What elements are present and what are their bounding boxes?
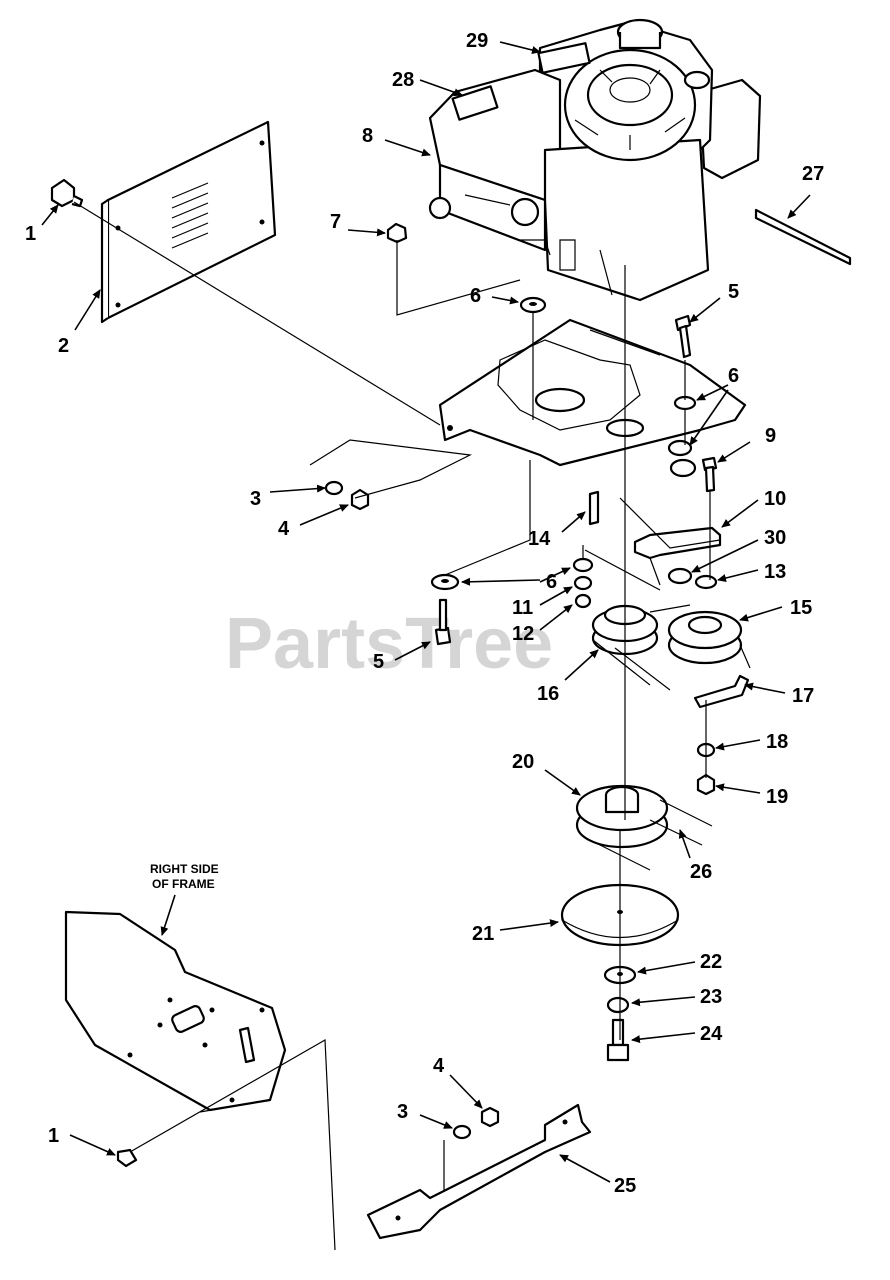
callout-1-lower: 1 xyxy=(48,1125,59,1147)
callout-5-lower: 5 xyxy=(373,651,384,673)
bolt-5-lower xyxy=(434,598,452,646)
nut-7 xyxy=(386,222,408,244)
nut-4-left xyxy=(350,488,370,511)
nut-4-lower xyxy=(480,1106,500,1128)
callout-15: 15 xyxy=(790,597,812,619)
callout-3-left: 3 xyxy=(250,488,261,510)
callout-3-lower: 3 xyxy=(397,1101,408,1123)
lockwasher-23 xyxy=(606,996,630,1014)
washer-stack-11-12 xyxy=(572,557,594,609)
callout-6-lower: 6 xyxy=(546,571,557,593)
callout-1-top: 1 xyxy=(25,223,36,245)
bolt-5-top xyxy=(674,314,692,359)
callout-10: 10 xyxy=(764,488,786,510)
callout-7: 7 xyxy=(330,211,341,233)
callout-21: 21 xyxy=(472,923,494,945)
callout-2: 2 xyxy=(58,335,69,357)
callout-9: 9 xyxy=(765,425,776,447)
pin-14 xyxy=(588,490,600,526)
callout-24: 24 xyxy=(700,1023,723,1045)
callout-11: 11 xyxy=(512,597,533,619)
callout-28: 28 xyxy=(392,69,414,91)
washer-6-lower-left xyxy=(430,573,460,591)
screw-top-left xyxy=(50,178,84,208)
callout-8: 8 xyxy=(362,125,373,147)
callout-4-left: 4 xyxy=(278,518,290,540)
callout-labels: 1 2 7 8 28 29 27 6 5 6 9 10 30 13 15 17 … xyxy=(25,30,824,1197)
nut-3-lower xyxy=(452,1124,472,1140)
washer-30 xyxy=(667,567,693,585)
strip-27 xyxy=(754,208,852,266)
nut-3-left xyxy=(324,480,344,496)
callout-30: 30 xyxy=(764,527,786,549)
leader-arrows xyxy=(41,41,811,1183)
callout-19: 19 xyxy=(766,786,788,808)
callout-16: 16 xyxy=(537,683,559,705)
watermark: PartsTree xyxy=(225,604,553,684)
callout-25: 25 xyxy=(614,1175,636,1197)
callout-27: 27 xyxy=(802,163,824,185)
callout-4-lower: 4 xyxy=(433,1055,445,1077)
washer-13 xyxy=(694,574,718,590)
rail-25 xyxy=(366,1103,592,1240)
screw-bottom-left xyxy=(116,1148,138,1168)
bolt-24 xyxy=(606,1018,630,1062)
callout-14: 14 xyxy=(528,528,551,550)
callout-5-top: 5 xyxy=(728,281,739,303)
engine xyxy=(428,18,762,302)
callout-18: 18 xyxy=(766,731,788,753)
side-panel xyxy=(100,120,277,324)
pulley-16 xyxy=(591,604,671,691)
pulley-15 xyxy=(649,604,751,669)
frame-note-line1: RIGHT SIDE xyxy=(150,862,219,876)
engine-mounting-plate xyxy=(438,318,747,467)
washer-6-top xyxy=(519,296,547,314)
bracket-10 xyxy=(633,526,722,586)
callout-6-top: 6 xyxy=(470,285,481,307)
callout-13: 13 xyxy=(764,561,786,583)
callout-23: 23 xyxy=(700,986,722,1008)
callout-6-right: 6 xyxy=(728,365,739,387)
callout-22: 22 xyxy=(700,951,722,973)
right-side-frame xyxy=(64,910,287,1113)
callout-26: 26 xyxy=(690,861,712,883)
bracket-17 xyxy=(693,674,750,709)
callout-20: 20 xyxy=(512,751,534,773)
callout-12: 12 xyxy=(512,623,534,645)
callout-17: 17 xyxy=(792,685,814,707)
callout-29: 29 xyxy=(466,30,488,52)
connection-lines xyxy=(73,201,721,1251)
bolt-9 xyxy=(701,456,718,493)
pulley-20 xyxy=(575,784,713,871)
frame-note-line2: OF FRAME xyxy=(152,877,215,891)
